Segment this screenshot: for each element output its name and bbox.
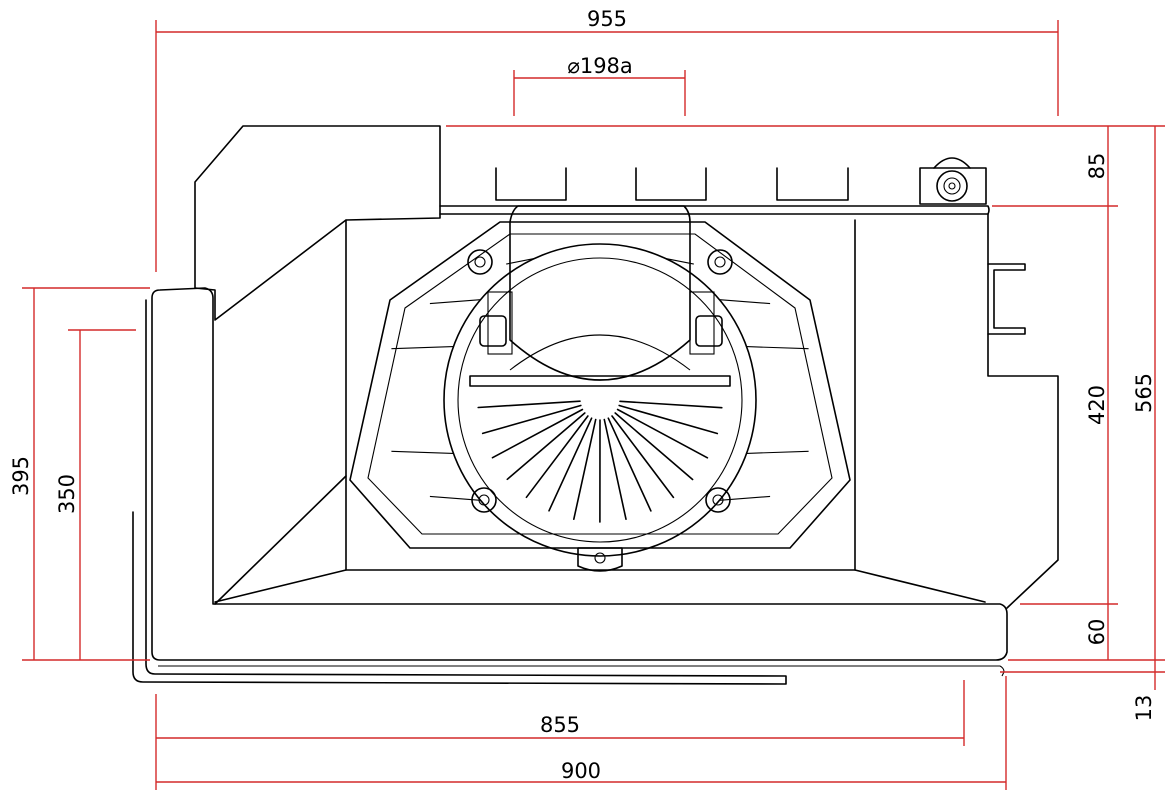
outer-spoke bbox=[719, 299, 771, 305]
fan-fin bbox=[481, 404, 582, 435]
octagon-frame-outer bbox=[349, 221, 851, 549]
left-bracket-block bbox=[479, 315, 507, 347]
outer-spoke bbox=[391, 450, 454, 454]
outer-spoke bbox=[506, 258, 535, 265]
connector-housing bbox=[919, 167, 987, 205]
fan-fin bbox=[572, 418, 597, 521]
top-frame bbox=[439, 205, 990, 215]
fan-fin bbox=[477, 400, 581, 409]
right-body bbox=[987, 213, 1059, 609]
outer-spoke bbox=[719, 495, 771, 501]
outer-spoke bbox=[665, 258, 694, 265]
outer-spoke bbox=[429, 299, 481, 305]
hood-block bbox=[194, 125, 441, 321]
right-bracket-block bbox=[695, 315, 723, 347]
dim-foot-height: 13 bbox=[1132, 695, 1156, 722]
fan-fin bbox=[548, 417, 593, 512]
outer-spoke bbox=[391, 346, 454, 350]
dim-overall-height: 565 bbox=[1132, 373, 1156, 413]
top-hook-2 bbox=[635, 167, 707, 201]
mount-lug-bottom-left bbox=[471, 487, 497, 513]
dim-base-width-inner: 855 bbox=[540, 713, 580, 737]
outer-spoke bbox=[746, 346, 809, 350]
octagon-frame-inner bbox=[367, 233, 833, 535]
firebox-right-slope bbox=[854, 569, 986, 603]
fin-bar bbox=[469, 375, 731, 387]
side-bracket bbox=[987, 263, 1026, 335]
burner-assembly bbox=[349, 205, 851, 572]
connector-nut-core bbox=[948, 182, 956, 190]
connector-cap bbox=[933, 157, 971, 169]
firebox-interior bbox=[214, 219, 347, 605]
dim-base-height: 60 bbox=[1085, 619, 1109, 646]
mount-lug-top-left bbox=[467, 249, 493, 275]
fan-fin bbox=[614, 412, 694, 481]
dim-top-offset: 85 bbox=[1085, 153, 1109, 180]
stove-body bbox=[132, 125, 1059, 685]
fan-fin bbox=[616, 408, 709, 459]
connector-nut-outer bbox=[936, 170, 968, 202]
firebox-left-slope bbox=[214, 569, 347, 603]
fan-fins bbox=[477, 400, 723, 523]
fan-fin bbox=[603, 418, 627, 521]
fan-housing-inner bbox=[457, 257, 743, 543]
fan-fin bbox=[491, 408, 584, 459]
dim-base-width-outer: 900 bbox=[561, 759, 601, 783]
mount-lug-top-right bbox=[707, 249, 733, 275]
left-bracket-plate bbox=[487, 291, 513, 355]
top-hook-3 bbox=[776, 167, 849, 201]
mount-lug-bottom-center bbox=[577, 547, 623, 572]
right-bracket-plate bbox=[689, 291, 715, 355]
fan-fin bbox=[618, 404, 719, 435]
dim-overall-width: 955 bbox=[587, 7, 627, 31]
dim-firebox-height: 420 bbox=[1085, 385, 1109, 425]
fan-housing-outer bbox=[443, 243, 757, 557]
dimensions: 955 ⌀198a 85 420 60 565 13 395 350 bbox=[9, 7, 1165, 790]
dim-left-height-outer: 395 bbox=[9, 456, 33, 496]
fan-fin bbox=[619, 400, 723, 409]
fan-fin bbox=[525, 415, 589, 499]
connector-nut-inner bbox=[943, 177, 961, 195]
flue-duct-curve bbox=[509, 334, 691, 371]
hearth-trim bbox=[132, 299, 787, 685]
fan-fin bbox=[506, 412, 586, 481]
dim-flue-diameter: ⌀198a bbox=[567, 54, 633, 78]
top-hook-1 bbox=[495, 167, 567, 201]
outer-spoke bbox=[746, 450, 809, 454]
fan-fin bbox=[611, 415, 675, 499]
fan-fin bbox=[607, 417, 652, 512]
dim-left-height-inner: 350 bbox=[55, 474, 79, 514]
left-column bbox=[151, 287, 1008, 661]
flue-duct bbox=[509, 205, 691, 381]
outer-spokes bbox=[391, 258, 809, 501]
firebox-floor bbox=[345, 219, 856, 571]
mount-lug-bottom-right bbox=[705, 487, 731, 513]
